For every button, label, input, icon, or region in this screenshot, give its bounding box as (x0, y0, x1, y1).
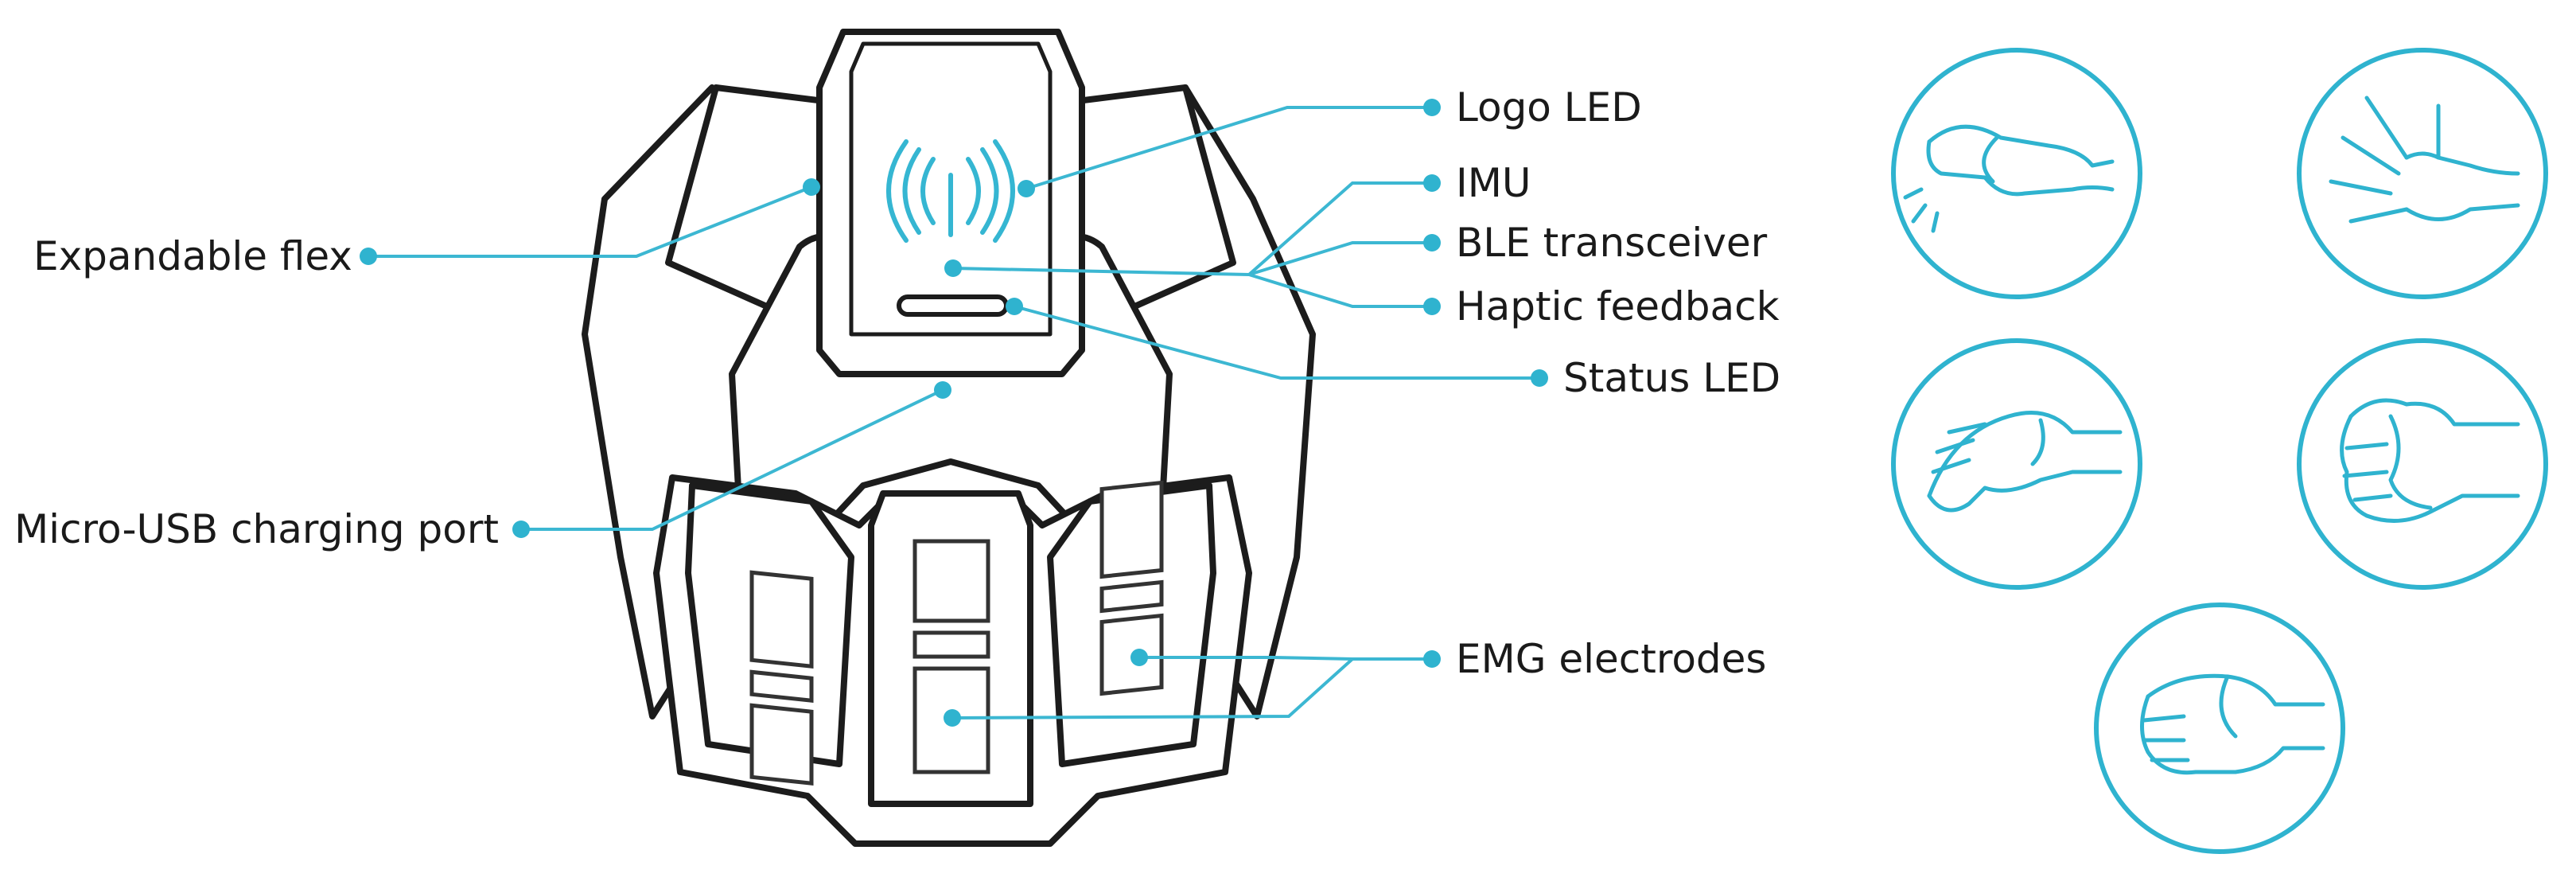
emg-pad (1099, 579, 1164, 614)
label-haptic-feedback: Haptic feedback (1456, 283, 1780, 330)
callout-emg (951, 657, 1432, 719)
fingers-spread-gesture-icon (2297, 48, 2548, 299)
emg-pad (749, 669, 814, 703)
callout-dot (934, 381, 951, 399)
callout-dot (360, 248, 377, 265)
callout-dot (944, 709, 961, 727)
callout-dot (1531, 369, 1548, 387)
callout-dot (1423, 174, 1441, 192)
callout-lines (360, 99, 1548, 727)
callout-dot (1423, 650, 1441, 668)
emg-pads (749, 480, 1164, 786)
label-expandable-flex: Expandable flex (33, 233, 352, 279)
gesture-icons (1891, 48, 2548, 854)
label-emg-electrodes: EMG electrodes (1456, 636, 1766, 682)
wave-in-gesture-icon (1891, 338, 2142, 590)
callout-dot (1423, 99, 1441, 116)
logo-led-icon (886, 139, 1015, 243)
emg-pad (912, 539, 990, 623)
label-micro-usb: Micro-USB charging port (14, 506, 499, 552)
labels: Logo LED IMU BLE transceiver Haptic feed… (14, 84, 1780, 682)
label-ble-transceiver: BLE transceiver (1456, 220, 1768, 266)
callout-dot (803, 178, 820, 196)
callout-dot (1423, 298, 1441, 315)
emg-pad (749, 703, 814, 786)
status-led-bar (897, 294, 1009, 317)
callout-dot (1018, 180, 1035, 197)
label-status-led: Status LED (1563, 355, 1780, 401)
emg-pad (912, 630, 990, 659)
callout-dot (1006, 298, 1023, 315)
callout-internal (952, 267, 1250, 276)
emg-pad (1099, 480, 1164, 579)
label-imu: IMU (1456, 160, 1531, 206)
callout-dot (944, 259, 962, 277)
label-logo-led: Logo LED (1456, 84, 1642, 131)
fist-gesture-icon (2297, 338, 2548, 590)
callout-status-led (1014, 305, 1539, 380)
double-tap-gesture-icon (1891, 48, 2142, 299)
callout-dot (512, 521, 530, 538)
emg-pad (749, 570, 814, 669)
callout-dot (1423, 234, 1441, 252)
callout-expandable-flex (368, 185, 812, 258)
callout-logo-led (1025, 106, 1432, 190)
main-pod-face (849, 41, 1053, 337)
wave-out-gesture-icon (2094, 602, 2345, 854)
callout-micro-usb (521, 388, 944, 531)
callout-dot (1130, 649, 1148, 666)
